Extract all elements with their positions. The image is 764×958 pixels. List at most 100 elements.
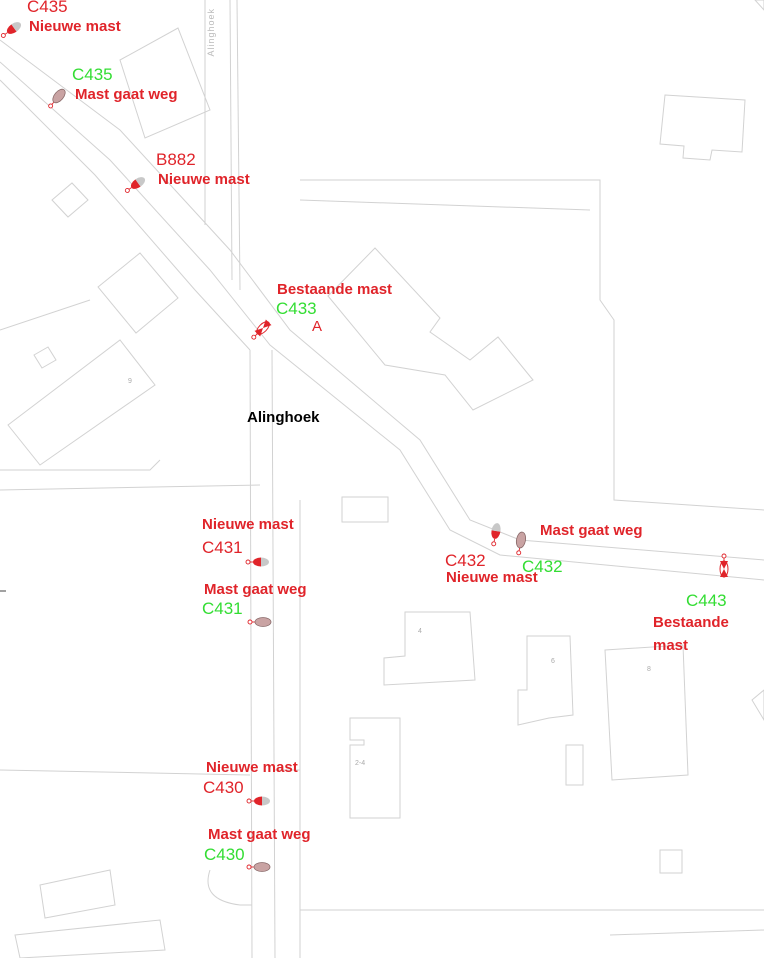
mast-note-c430-old: Mast gaat weg: [208, 826, 311, 843]
mast-anchor-line: [493, 538, 496, 542]
mast-note-c443-line1: Bestaande: [653, 614, 729, 631]
building: [97, 252, 179, 334]
building: [754, 0, 764, 11]
mast-note-c433: Bestaande mast: [277, 281, 393, 298]
building: [349, 717, 401, 819]
parcel-line: [299, 199, 591, 211]
mast-note-b882: Nieuwe mast: [158, 171, 250, 188]
house-number: 8: [647, 666, 651, 673]
building: [7, 339, 156, 466]
mast-code-c432-old: C432: [522, 557, 563, 576]
place-name: Alinghoek: [247, 409, 320, 426]
mast-removed-body: [515, 531, 527, 549]
mast-code-b882: B882: [156, 150, 196, 169]
mast-code-c430-old: C430: [204, 845, 245, 864]
mast-grey-half: [135, 177, 146, 187]
house-number: 9: [128, 378, 132, 385]
mast-grey-half: [261, 557, 269, 567]
parcel-line: [0, 484, 261, 491]
building: [39, 869, 116, 919]
mast-removed-body: [52, 88, 66, 104]
mast-symbol-c435-top[interactable]: [0, 20, 23, 41]
mast-grey-half: [11, 22, 22, 32]
mast-code-c431-old: C431: [202, 599, 243, 618]
building: [659, 94, 746, 161]
road-edge: [0, 39, 764, 561]
parcel-line: [0, 459, 161, 471]
house-number: 6: [551, 658, 555, 665]
parcel-line: [0, 299, 91, 331]
mast-note-c431-old: Mast gaat weg: [204, 581, 307, 598]
mast-symbol-c435[interactable]: [46, 87, 68, 110]
mast-anchor-point: [721, 553, 727, 559]
building: [565, 744, 584, 786]
mast-anchor-point: [245, 559, 251, 565]
mast-note-c431-new: Nieuwe mast: [202, 516, 294, 533]
road-edge: [229, 0, 233, 281]
mast-new-half: [254, 796, 262, 806]
mast-grey-half: [262, 796, 270, 806]
road-edge: [236, 0, 241, 291]
mast-note-c432-old: Mast gaat weg: [540, 522, 643, 539]
building: [51, 182, 89, 218]
house-number: 2-4: [355, 760, 366, 767]
mast-existing-outline: [256, 321, 270, 335]
road-edge: [0, 79, 251, 351]
mast-new-half: [6, 24, 17, 34]
parcel-line: [0, 769, 251, 776]
mast-existing-left: [720, 561, 728, 569]
mast-code-c443: C443: [686, 591, 727, 610]
mast-anchor-point: [0, 33, 6, 38]
building: [751, 689, 764, 721]
mast-symbol-c443[interactable]: [719, 553, 729, 578]
mast-code-c433: C433: [276, 299, 317, 318]
mast-anchor-point: [246, 798, 252, 804]
mast-anchor-line: [4, 32, 8, 35]
mast-new-half: [130, 179, 141, 189]
street-label: Alinghoek: [206, 8, 216, 57]
mast-symbol-c430-old[interactable]: [246, 862, 271, 872]
mast-note-c435-top: Nieuwe mast: [29, 18, 121, 35]
mast-symbol-c432-new[interactable]: [489, 522, 502, 547]
mast-note-c432-new: Nieuwe mast: [446, 569, 538, 586]
mast-note-c435: Mast gaat weg: [75, 86, 178, 103]
parcel-line: [207, 869, 252, 906]
mast-anchor-point: [247, 619, 253, 625]
building: [609, 929, 764, 936]
mast-anchor-line: [518, 547, 521, 551]
mast-removed-body: [253, 862, 271, 872]
mast-symbol-c431-old[interactable]: [247, 617, 272, 627]
road-edge: [249, 349, 253, 958]
mast-existing-right: [720, 569, 728, 577]
mast-anchor-point: [48, 103, 54, 109]
mast-anchor-point: [491, 541, 497, 547]
mast-anchor-point: [124, 188, 130, 193]
mast-symbol-c430-new[interactable]: [246, 796, 270, 806]
mast-symbol-c433[interactable]: [250, 319, 272, 342]
mast-anchor-point: [246, 864, 252, 870]
mast-code-c435-top: C435: [27, 0, 68, 16]
mast-note-c443-line2: mast: [653, 637, 689, 654]
mast-symbol-c432-old[interactable]: [514, 531, 527, 556]
building: [341, 496, 389, 523]
mast-new-half: [491, 530, 501, 539]
mast-code-c435: C435: [72, 65, 113, 84]
mast-code-c430-new: C430: [203, 778, 244, 797]
road-edge: [0, 61, 764, 581]
building: [383, 611, 476, 686]
mast-grey-half: [491, 523, 501, 532]
house-number: 4: [418, 628, 422, 635]
parcel-line: [300, 179, 764, 511]
mast-note-c430-new: Nieuwe mast: [206, 759, 298, 776]
mast-symbol-c431-new[interactable]: [245, 557, 269, 567]
mast-code-c431-new: C431: [202, 538, 243, 557]
mast-removed-body: [254, 617, 272, 627]
road-edge: [271, 349, 276, 958]
building: [659, 849, 683, 874]
mast-anchor-line: [51, 101, 55, 105]
mast-symbol-b882[interactable]: [123, 175, 147, 196]
mast-anchor-point: [516, 550, 522, 556]
building: [33, 346, 57, 369]
